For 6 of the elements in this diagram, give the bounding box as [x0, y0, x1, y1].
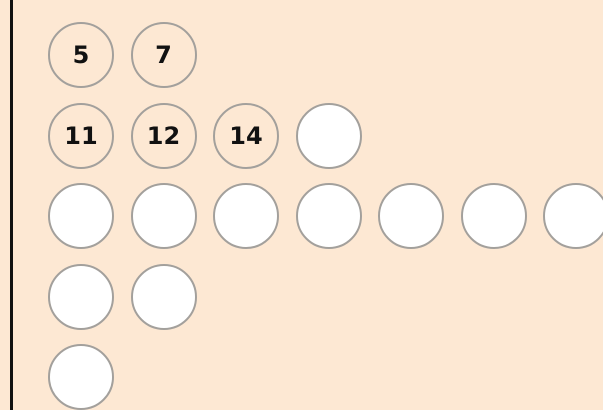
number-label: 7 — [155, 41, 172, 69]
number-label: 5 — [72, 41, 90, 69]
number-label: 14 — [229, 122, 263, 150]
number-label: 12 — [146, 122, 180, 150]
number-label: 11 — [64, 122, 98, 150]
empty-circle — [543, 183, 603, 249]
